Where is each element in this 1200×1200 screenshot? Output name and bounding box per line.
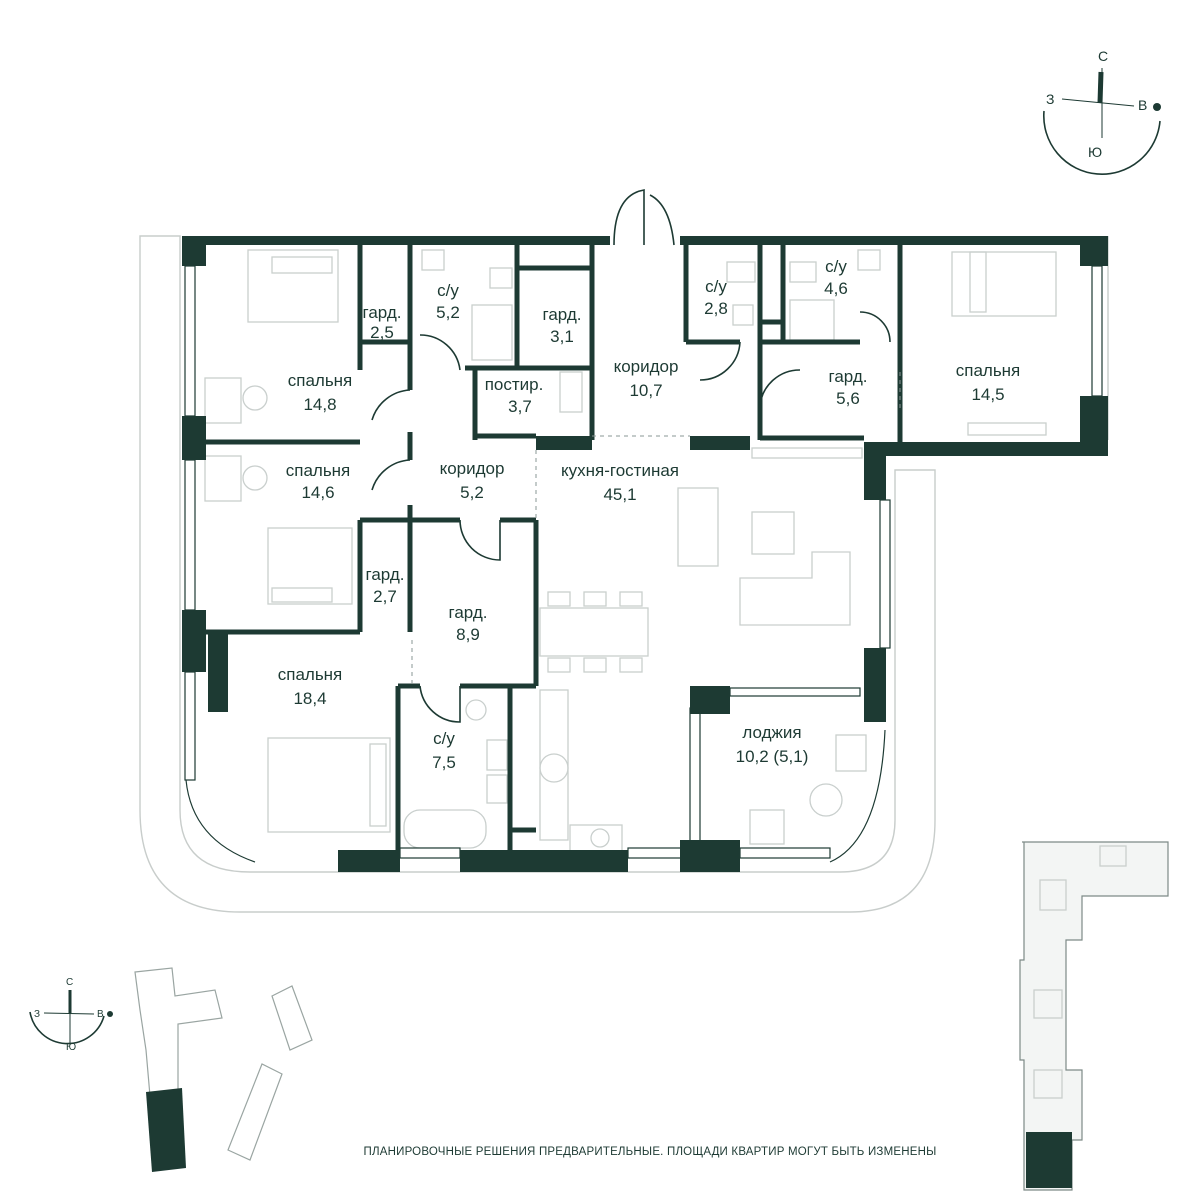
room-name-wardrobe-1: гард. [363,303,402,322]
floor-key-plan [1019,841,1169,1191]
room-name-loggia: лоджия [742,723,801,742]
room-name-wardrobe-4: гард. [366,565,405,584]
room-area-wardrobe-4: 2,7 [373,587,397,606]
room-area-loggia: 10,2 (5,1) [736,747,809,766]
compass-small-north: С [66,977,73,988]
room-name-bathroom-4: с/у [433,729,455,748]
room-name-bathroom-1: с/у [437,281,459,300]
room-name-wardrobe-3: гард. [829,367,868,386]
windows [184,265,1103,863]
room-area-wardrobe-5: 8,9 [456,625,480,644]
room-area-kitchen-living: 45,1 [603,485,636,504]
room-area-bedroom-sw: 18,4 [293,689,326,708]
compass-small-west: З [34,1009,40,1020]
room-name-kitchen-living: кухня-гостиная [561,461,679,480]
terrace-outline [139,235,936,913]
room-name-bedroom-w: спальня [286,461,351,480]
room-area-bedroom-nw: 14,8 [303,395,336,414]
room-area-wardrobe-3: 5,6 [836,389,860,408]
room-area-bathroom-3: 4,6 [824,279,848,298]
site-plan [134,967,313,1172]
doors [371,189,891,723]
compass-arc [1042,110,1161,175]
room-area-bedroom-w: 14,6 [301,483,334,502]
room-name-laundry: постир. [485,375,544,394]
compass-west: З [1046,91,1054,107]
room-area-laundry: 3,7 [508,397,532,416]
room-area-bathroom-2: 2,8 [704,299,728,318]
room-area-wardrobe-1: 2,5 [370,323,394,342]
compass-small-south: Ю [66,1042,76,1053]
compass-dot-icon [1153,103,1161,111]
compass-east: В [1138,97,1147,113]
room-area-corridor-entry: 10,7 [629,381,662,400]
room-name-corridor-entry: коридор [614,357,679,376]
room-area-bathroom-4: 7,5 [432,753,456,772]
compass-small-east: В [97,1009,104,1020]
compass-south: Ю [1088,144,1102,160]
room-area-bedroom-ne: 14,5 [971,385,1004,404]
furniture [204,249,1057,854]
room-area-corridor-inner: 5,2 [460,483,484,502]
compass-small: С З В Ю [29,977,113,1053]
room-name-bedroom-nw: спальня [288,371,353,390]
room-area-wardrobe-2: 3,1 [550,327,574,346]
zone-boundaries [411,372,901,686]
room-name-corridor-inner: коридор [440,459,505,478]
walls [182,236,1108,872]
room-area-bathroom-1: 5,2 [436,303,460,322]
room-labels: спальня 14,8 гард. 2,5 с/у 5,2 гард. 3,1… [278,257,1021,772]
room-name-bedroom-ne: спальня [956,361,1021,380]
room-name-bathroom-3: с/у [825,257,847,276]
room-name-bedroom-sw: спальня [278,665,343,684]
compass-small-dot-icon [107,1011,113,1017]
compass-north: С [1098,48,1108,64]
compass-needle [1097,71,1104,104]
site-plan-highlight [146,1088,186,1172]
room-name-wardrobe-2: гард. [543,305,582,324]
room-name-wardrobe-5: гард. [449,603,488,622]
compass-large: С З В Ю [1042,48,1161,175]
floor-key-highlight [1026,1132,1072,1188]
disclaimer: ПЛАНИРОВОЧНЫЕ РЕШЕНИЯ ПРЕДВАРИТЕЛЬНЫЕ. П… [364,1146,937,1158]
partitions [206,245,903,850]
compass-cross [1061,98,1135,107]
room-name-bathroom-2: с/у [705,277,727,296]
